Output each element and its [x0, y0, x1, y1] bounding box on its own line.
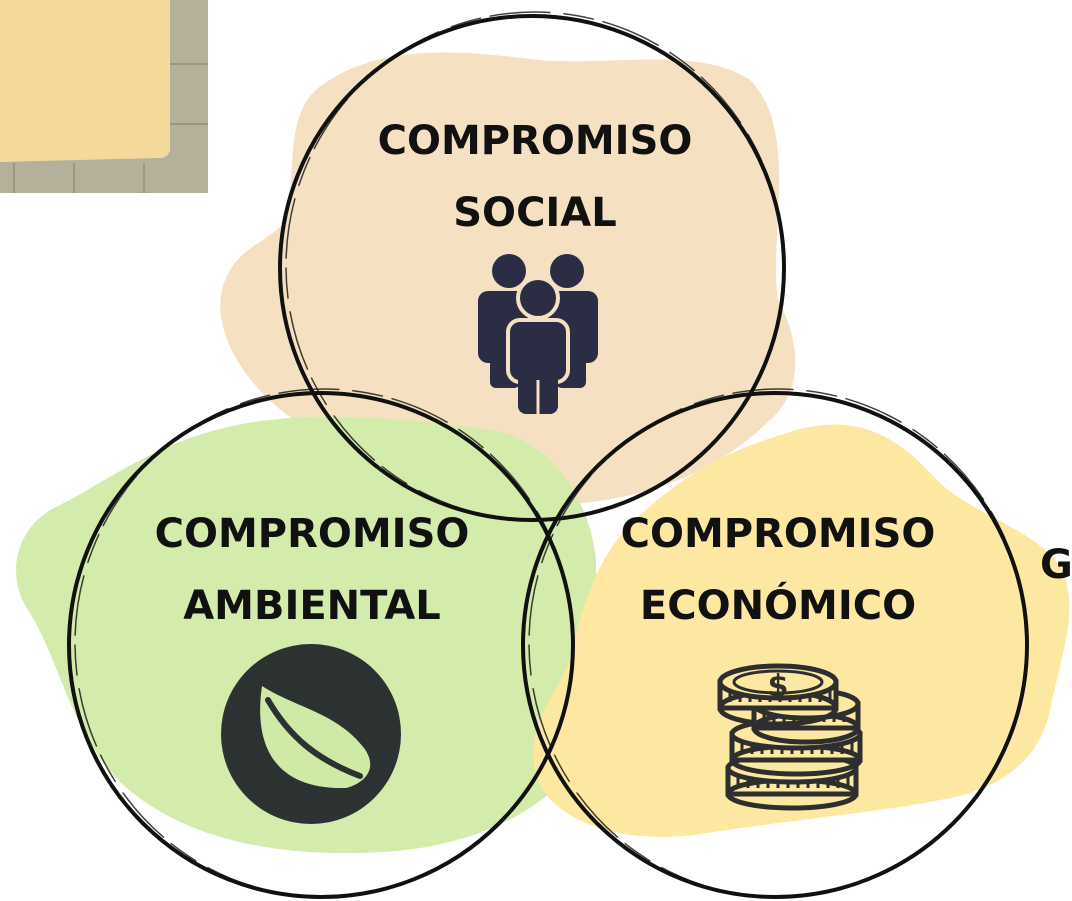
note-paper — [0, 0, 170, 162]
economico-title-line1: COMPROMISO — [620, 511, 936, 557]
ambiental-title-line2: AMBIENTAL — [183, 583, 441, 629]
people-group-icon — [478, 254, 598, 414]
leaf-shape — [260, 686, 371, 789]
leaf-vein — [265, 697, 363, 779]
sticky-note — [0, 0, 208, 193]
dollar-sign-icon: $ — [768, 669, 789, 704]
ambiental-title-line1: COMPROMISO — [154, 511, 470, 557]
venn-circle-sketch — [74, 388, 574, 898]
social-title-line2: SOCIAL — [453, 190, 617, 236]
circle-outlines — [67, 11, 1029, 899]
leaf-icon — [221, 644, 401, 824]
venn-circle-sketch — [285, 11, 785, 521]
social-title-line1: COMPROMISO — [377, 118, 693, 164]
economico-title-line2: ECONÓMICO — [639, 583, 917, 629]
edge-cutoff-text: G — [1040, 542, 1072, 588]
coins-icon: $ — [717, 663, 863, 811]
ambiental-blob — [16, 416, 600, 854]
economico-blob — [533, 424, 1070, 837]
venn-circle-sketch — [528, 388, 1028, 898]
